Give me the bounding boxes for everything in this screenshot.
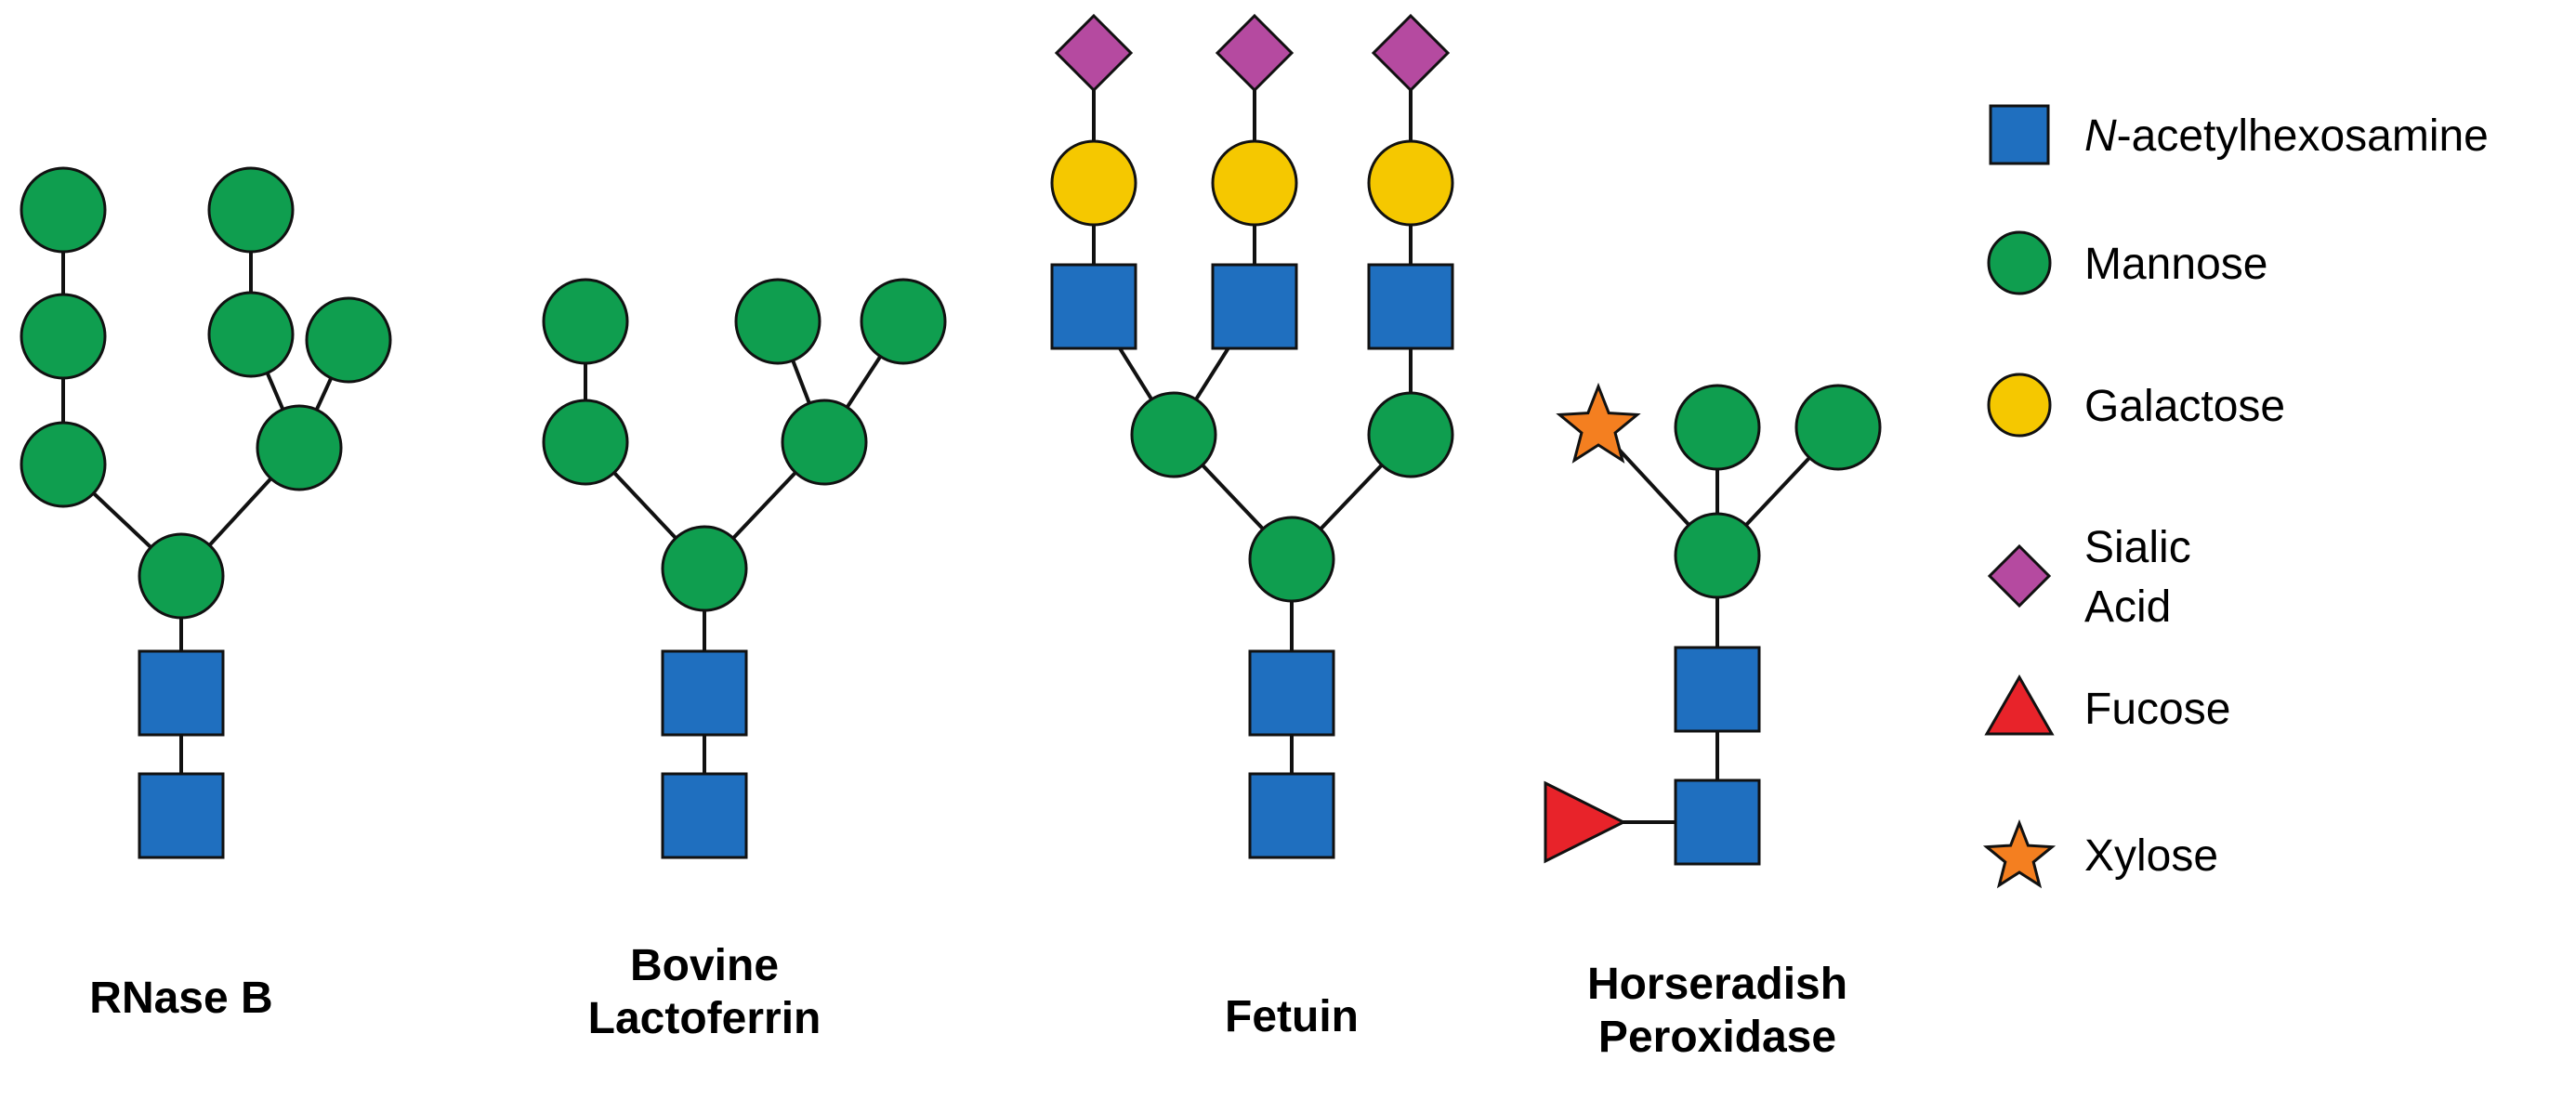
mannose-node bbox=[256, 404, 343, 491]
mannose-node bbox=[542, 278, 629, 365]
mannose-node bbox=[1674, 512, 1761, 599]
legend-label: Galactose bbox=[2084, 382, 2285, 431]
legend-item-xylose: Xylose bbox=[1982, 818, 2218, 889]
legend: N-acetylhexosamineMannoseGalactoseSialic… bbox=[1982, 104, 2489, 889]
mannose-node bbox=[1794, 384, 1882, 471]
galactose-node bbox=[1367, 139, 1454, 227]
triangle-icon bbox=[1984, 674, 2055, 736]
n-acetylhexosamine-node bbox=[1050, 263, 1137, 350]
legend-label: Xylose bbox=[2084, 831, 2218, 881]
mannose-node bbox=[305, 296, 392, 384]
n-acetylhexosamine-node bbox=[1248, 649, 1335, 737]
mannose-node bbox=[781, 399, 868, 486]
mannose-node bbox=[734, 278, 821, 365]
n-acetylhexosamine-node bbox=[1248, 772, 1335, 859]
structure-label-line: Peroxidase bbox=[1598, 1013, 1836, 1062]
diamond-icon bbox=[1987, 543, 2052, 608]
mannose-node bbox=[542, 399, 629, 486]
glycan-bovine-lactoferrin bbox=[542, 278, 947, 859]
mannose-node bbox=[1248, 516, 1335, 603]
mannose-node bbox=[20, 166, 107, 254]
legend-label-line: Sialic bbox=[2084, 523, 2191, 572]
legend-item-fucose: Fucose bbox=[1984, 674, 2230, 736]
structure-label-line: RNase B bbox=[89, 974, 272, 1023]
structure-label-rnase-b: RNase B bbox=[89, 974, 272, 1023]
n-acetylhexosamine-node bbox=[1674, 646, 1761, 733]
sialic-acid-node bbox=[1371, 13, 1451, 93]
galactose-node bbox=[1050, 139, 1137, 227]
mannose-node bbox=[207, 166, 295, 254]
mannose-node bbox=[1674, 384, 1761, 471]
legend-item-n-acetylhexosamine: N-acetylhexosamine bbox=[1989, 104, 2489, 165]
xylose-node bbox=[1556, 382, 1641, 464]
mannose-node bbox=[138, 532, 225, 620]
structure-label-line: Fetuin bbox=[1225, 992, 1359, 1041]
legend-label-italic: N bbox=[2084, 111, 2117, 161]
mannose-node bbox=[20, 293, 107, 380]
sialic-acid-node bbox=[1054, 13, 1134, 93]
legend-label-line: Mannose bbox=[2084, 240, 2267, 289]
square-icon bbox=[1989, 104, 2050, 165]
n-acetylhexosamine-node bbox=[661, 649, 748, 737]
glycan-horseradish-peroxidase bbox=[1544, 382, 1882, 866]
structure-label-line: Horseradish bbox=[1587, 960, 1847, 1009]
structure-label-line: Bovine bbox=[630, 941, 779, 990]
structure-label-line: Lactoferrin bbox=[588, 994, 821, 1043]
bonds-horseradish-peroxidase bbox=[1584, 425, 1840, 824]
legend-label-rest: -acetylhexosamine bbox=[2117, 111, 2489, 161]
mannose-node bbox=[661, 525, 748, 612]
glycan-rnase-b bbox=[20, 166, 392, 859]
legend-item-mannose: Mannose bbox=[1987, 230, 2267, 295]
circle-icon bbox=[1987, 230, 2052, 295]
star-icon bbox=[1982, 818, 2057, 889]
legend-label: Mannose bbox=[2084, 240, 2267, 289]
mannose-node bbox=[1367, 391, 1454, 478]
n-acetylhexosamine-node bbox=[1211, 263, 1298, 350]
mannose-node bbox=[207, 291, 295, 378]
legend-label-line: Acid bbox=[2084, 582, 2171, 632]
monosaccharide-layer bbox=[20, 13, 1882, 866]
mannose-node bbox=[1130, 391, 1217, 478]
structure-label-fetuin: Fetuin bbox=[1225, 992, 1359, 1041]
n-acetylhexosamine-node bbox=[1674, 778, 1761, 866]
legend-label: N-acetylhexosamine bbox=[2084, 111, 2489, 161]
legend-label-line: Galactose bbox=[2084, 382, 2285, 431]
legend-item-galactose: Galactose bbox=[1987, 373, 2285, 438]
glycan-fetuin bbox=[1050, 13, 1454, 859]
sialic-acid-node bbox=[1215, 13, 1295, 93]
legend-label: Fucose bbox=[2084, 685, 2230, 734]
legend-label-line: Xylose bbox=[2084, 831, 2218, 881]
legend-label-line: Fucose bbox=[2084, 685, 2230, 734]
mannose-node bbox=[20, 421, 107, 508]
galactose-node bbox=[1211, 139, 1298, 227]
n-acetylhexosamine-node bbox=[138, 772, 225, 859]
fucose-node bbox=[1544, 780, 1627, 864]
n-acetylhexosamine-node bbox=[138, 649, 225, 737]
n-acetylhexosamine-node bbox=[661, 772, 748, 859]
mannose-node bbox=[860, 278, 947, 365]
n-acetylhexosamine-node bbox=[1367, 263, 1454, 350]
circle-icon bbox=[1987, 373, 2052, 438]
